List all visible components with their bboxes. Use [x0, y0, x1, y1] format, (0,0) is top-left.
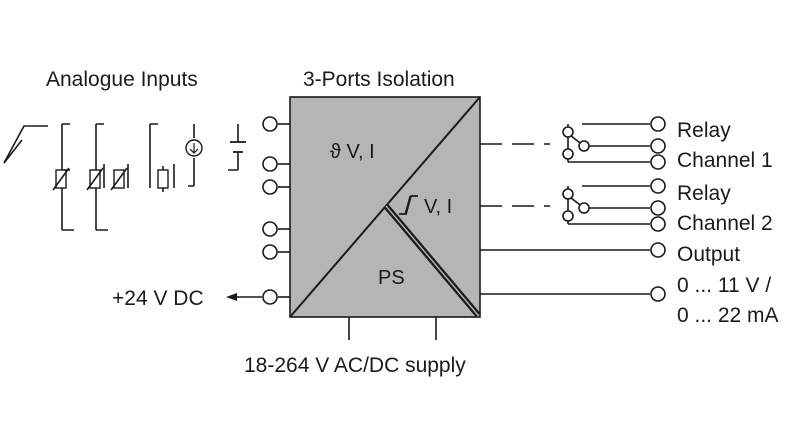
block-output-label: V, I	[424, 196, 452, 218]
input-terminals	[262, 116, 290, 305]
relay1-contact	[562, 123, 650, 163]
relay1-terminal-c	[650, 154, 666, 170]
rtd-3wire-icon	[86, 123, 108, 231]
relay2-contact	[562, 185, 650, 225]
isolation-title: 3-Ports Isolation	[303, 68, 455, 91]
block-input-label: ϑ V, I	[330, 141, 375, 163]
output-terminal-2	[650, 286, 666, 302]
output-terminal-1	[650, 242, 666, 258]
relay1-terminal-b	[650, 138, 666, 154]
rtd-4wire-icon	[110, 164, 129, 191]
input-terminal-5	[262, 244, 278, 260]
relay2-terminal-a	[650, 178, 666, 194]
output-label-line2: 0 ... 11 V /	[677, 274, 771, 297]
voltage-source-icon	[228, 124, 246, 171]
dc-terminal	[262, 289, 278, 305]
input-terminal-2	[262, 156, 278, 172]
current-source-icon	[185, 124, 203, 187]
rtd-2wire-icon	[52, 123, 74, 231]
relay2-terminal-c	[650, 216, 666, 232]
schmitt-trigger-icon	[399, 195, 418, 215]
dc-output-arrow	[226, 293, 262, 301]
output-label-line1: Output	[677, 243, 740, 266]
block-ps-label: PS	[378, 267, 405, 289]
isolation-block	[289, 96, 481, 318]
analogue-inputs-title: Analogue Inputs	[46, 68, 198, 91]
dc-output-label: +24 V DC	[112, 287, 204, 310]
relay2-label-line1: Relay	[677, 182, 731, 205]
thermocouple-icon	[3, 125, 48, 164]
input-terminal-1	[262, 116, 278, 132]
supply-label: 18-264 V AC/DC supply	[244, 354, 466, 377]
output-label-line3: 0 ... 22 mA	[677, 304, 779, 327]
relay2-label-line2: Channel 2	[677, 212, 773, 235]
input-terminal-4	[262, 221, 278, 237]
relay2-terminal-b	[650, 200, 666, 216]
relay1-label-line1: Relay	[677, 119, 731, 142]
input-terminal-3	[262, 179, 278, 195]
relay1-terminal-a	[650, 116, 666, 132]
potentiometer-icon	[149, 123, 175, 192]
relay1-label-line2: Channel 1	[677, 149, 773, 172]
